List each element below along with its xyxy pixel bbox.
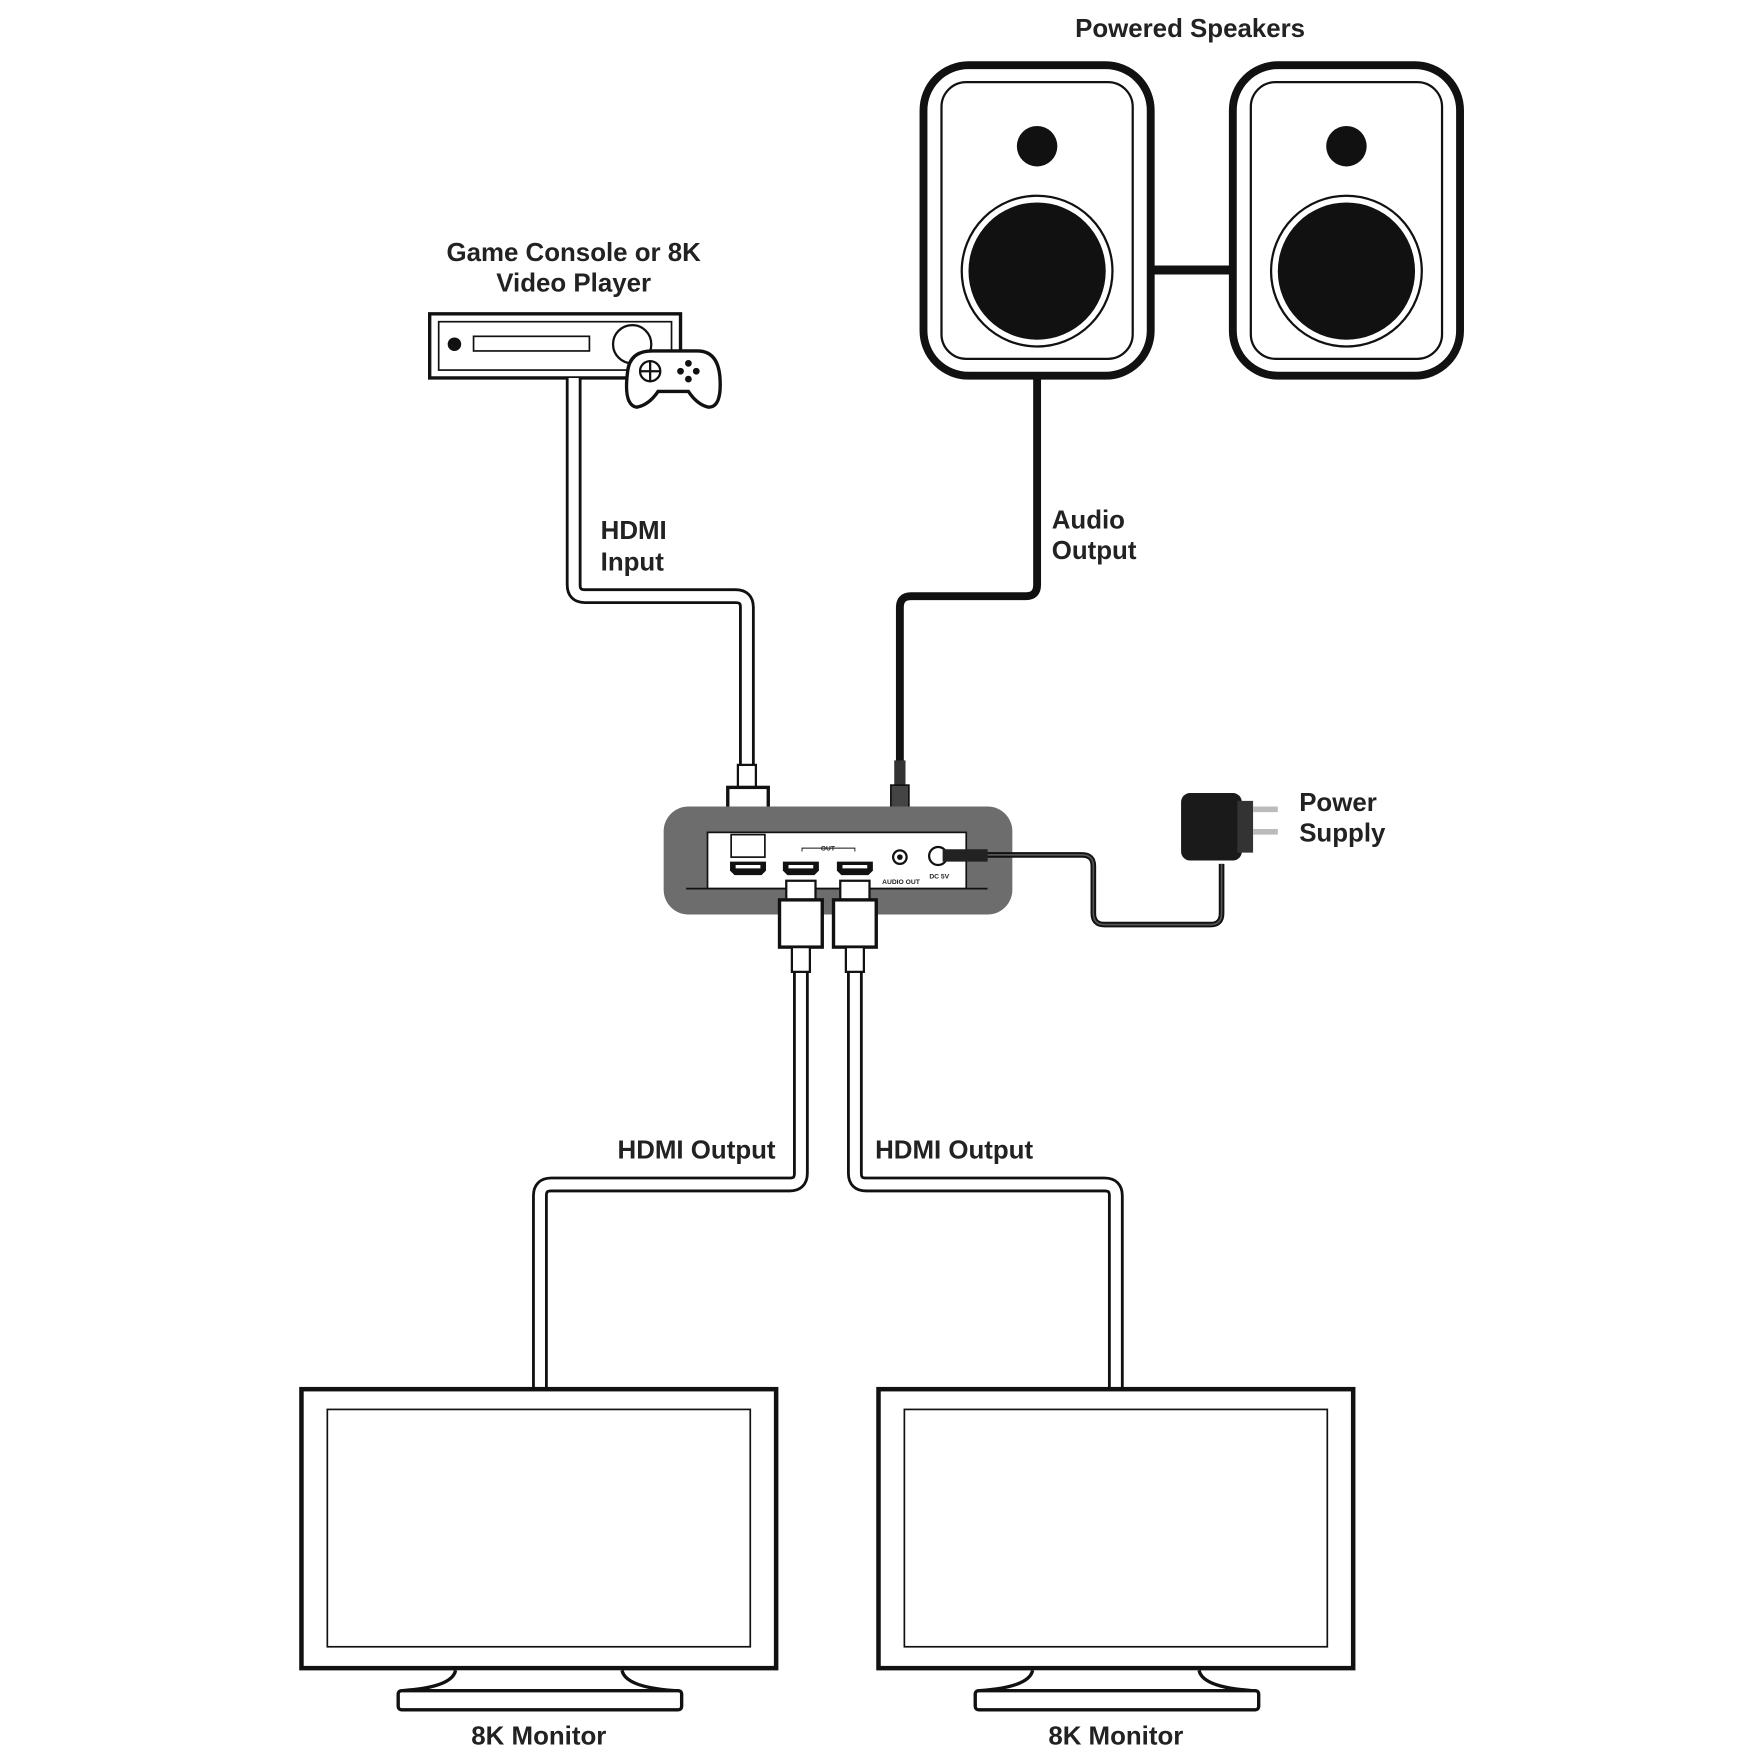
hdmi-out-port-2[interactable] [836, 861, 873, 876]
power-label-line1: Power [1299, 789, 1377, 817]
hdmi-splitter-device: OUT AUDIO OUT DC 5V [663, 806, 1013, 915]
hdmi-output-label-left: HDMI Output [618, 1137, 776, 1165]
hdmi-in-port[interactable] [730, 861, 767, 876]
hdmi-output-label-right: HDMI Output [875, 1137, 1033, 1165]
power-label-line2: Supply [1299, 819, 1386, 847]
gamepad-icon [624, 349, 722, 409]
hdmi-output-cable-right [831, 879, 1124, 1391]
monitor-right [876, 1386, 1356, 1712]
monitor-left [299, 1386, 779, 1712]
hdmi-out-port-1[interactable] [782, 861, 819, 876]
monitor-left-label: 8K Monitor [471, 1723, 606, 1748]
dc-label: DC 5V [929, 873, 949, 880]
audio-output-label-line2: Output [1052, 537, 1137, 565]
source-label-line2: Video Player [496, 269, 651, 297]
power-adapter [1181, 793, 1278, 861]
hdmi-input-cable [565, 377, 770, 837]
power-cable [942, 849, 1225, 928]
out-label: OUT [821, 845, 836, 852]
audio-output-label-line1: Audio [1052, 507, 1125, 535]
hdmi-input-label-line1: HDMI [601, 517, 667, 545]
speakers-label: Powered Speakers [1075, 15, 1305, 43]
speaker-left [919, 61, 1155, 380]
speaker-right [1228, 61, 1464, 380]
game-console [428, 312, 683, 380]
source-label-line1: Game Console or 8K [446, 239, 701, 267]
audio-out-label: AUDIO OUT [882, 879, 921, 886]
monitor-right-label: 8K Monitor [1048, 1723, 1183, 1748]
audio-cable [895, 379, 1042, 765]
hdmi-input-label-line2: Input [601, 548, 665, 576]
hdmi-output-cable-left [532, 879, 824, 1391]
